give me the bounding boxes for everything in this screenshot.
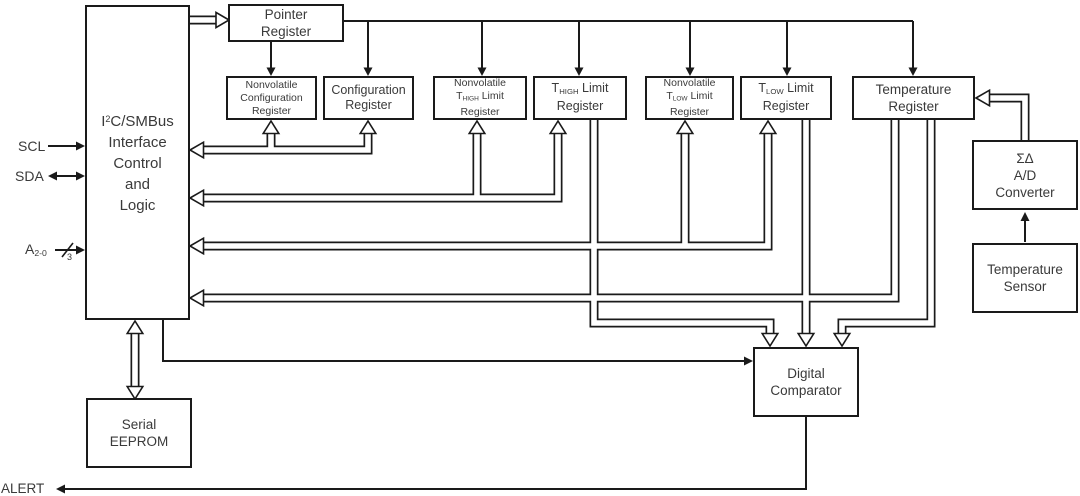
block-label: Nonvolatile bbox=[663, 77, 716, 90]
block-label: Logic bbox=[119, 197, 156, 215]
block-label: I2C/SMBus bbox=[101, 113, 174, 131]
bus-width-slash bbox=[61, 242, 74, 258]
bus-width-label: 3 bbox=[67, 252, 73, 262]
block-i2c-smbus-interface: I2C/SMBus Interface Control and Logic bbox=[85, 5, 190, 320]
block-serial-eeprom: Serial EEPROM bbox=[86, 398, 192, 468]
block-configuration-register: Configuration Register bbox=[323, 76, 414, 120]
signal-wires bbox=[48, 20, 1026, 490]
block-label: THIGH Limit bbox=[551, 81, 609, 96]
block-label: Register bbox=[460, 105, 500, 118]
block-nonvolatile-configuration-register: Nonvolatile Configuration Register bbox=[226, 76, 317, 120]
block-label: Register bbox=[345, 98, 392, 112]
block-label: TLOW Limit bbox=[758, 81, 814, 96]
block-label: and bbox=[124, 176, 151, 194]
pin-label-scl: SCL bbox=[18, 138, 46, 154]
block-label: Digital bbox=[787, 366, 825, 381]
signal-arrowheads bbox=[48, 67, 1030, 494]
block-label: Nonvolatile bbox=[245, 78, 298, 91]
block-sigma-delta-ad-converter: ΣΔ A/D Converter bbox=[972, 140, 1078, 210]
block-label: Sensor bbox=[1003, 279, 1047, 294]
block-label: Register bbox=[669, 105, 710, 118]
block-label: TLOW Limit bbox=[666, 90, 713, 103]
block-label: Register bbox=[260, 24, 312, 39]
block-label: Register bbox=[762, 99, 810, 114]
block-label: Comparator bbox=[770, 383, 842, 398]
block-temperature-register: Temperature Register bbox=[852, 76, 975, 120]
block-label: THIGH Limit bbox=[456, 90, 504, 103]
pin-label-sda: SDA bbox=[15, 168, 44, 184]
block-label: Pointer bbox=[264, 7, 308, 22]
block-label: Serial bbox=[121, 417, 157, 432]
block-label: Temperature bbox=[875, 82, 952, 97]
block-thigh-limit-register: THIGH Limit Register bbox=[533, 76, 627, 120]
block-nonvolatile-thigh-limit-register: Nonvolatile THIGH Limit Register bbox=[433, 76, 527, 120]
bus-arrowheads bbox=[125, 11, 991, 401]
pin-label-alert: ALERT bbox=[1, 481, 45, 496]
block-temperature-sensor: Temperature Sensor bbox=[972, 243, 1078, 313]
block-label: Register bbox=[556, 99, 604, 114]
block-label: ΣΔ bbox=[1016, 150, 1034, 166]
block-label: Configuration bbox=[331, 82, 406, 97]
block-label: A/D bbox=[1013, 167, 1037, 183]
block-label: EEPROM bbox=[109, 434, 169, 449]
block-label: Control bbox=[113, 155, 162, 173]
block-label: Interface bbox=[108, 134, 167, 152]
block-label: Nonvolatile bbox=[454, 77, 506, 90]
block-label: Temperature bbox=[987, 262, 1063, 277]
block-label: Register bbox=[888, 99, 939, 114]
block-tlow-limit-register: TLOW Limit Register bbox=[740, 76, 832, 120]
block-label: Register bbox=[251, 104, 292, 117]
block-digital-comparator: Digital Comparator bbox=[753, 347, 859, 417]
block-nonvolatile-tlow-limit-register: Nonvolatile TLOW Limit Register bbox=[645, 76, 734, 120]
block-label: Configuration bbox=[240, 91, 303, 104]
bus-wires bbox=[130, 15, 1030, 387]
block-label: Converter bbox=[995, 184, 1055, 200]
pin-label-address: A2-0 bbox=[25, 241, 47, 259]
block-pointer-register: Pointer Register bbox=[228, 4, 344, 42]
